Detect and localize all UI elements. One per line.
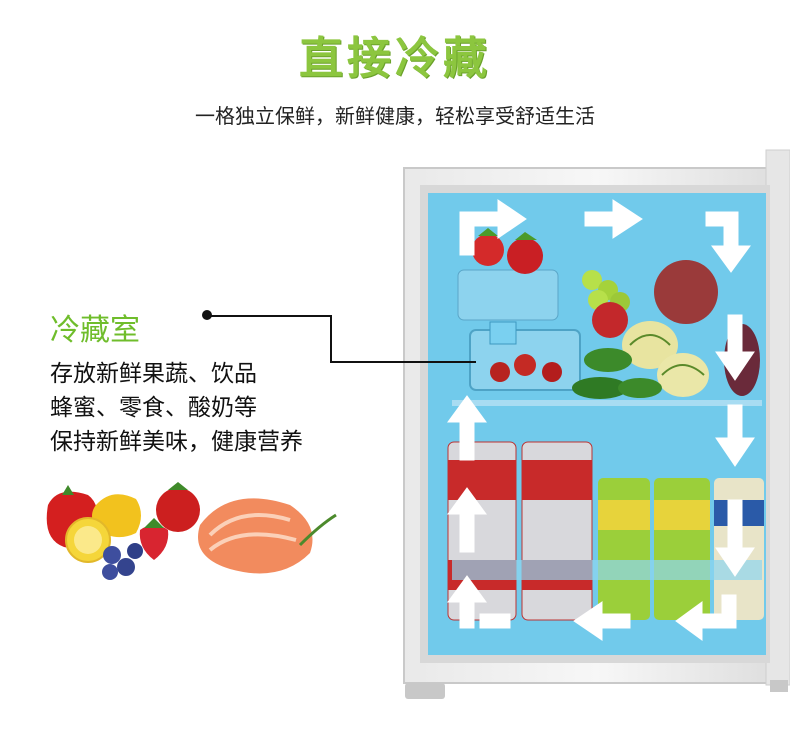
airflow-arrow [715,314,755,381]
herb-sprig-icon [298,513,337,547]
lemon-icon [65,517,111,563]
fridge-foot-right [770,680,788,692]
airflow-arrow [584,199,643,239]
airflow-arrow [447,395,487,461]
blueberry-icon [102,543,143,580]
leader-line [207,315,331,317]
description-line: 保持新鲜美味，健康营养 [50,429,303,455]
strawberry-box-icon [457,228,559,321]
cucumber-icon [572,348,662,399]
fruit-vegetable-group [46,482,200,580]
fridge-foot-left [405,683,445,699]
leader-line [330,315,332,362]
airflow-arrow [675,594,737,641]
beer-can-icon [521,441,593,621]
airflow-arrows [447,199,755,641]
melon-icon [622,321,709,397]
description-line: 蜂蜜、零食、酸奶等 [50,395,257,421]
apple-icon [592,260,718,338]
upper-shelf [452,228,762,406]
strawberry-icon [139,518,169,560]
tomato-icon [156,482,200,532]
section-description: 存放新鲜果蔬、饮品 蜂蜜、零食、酸奶等 保持新鲜美味，健康营养 [50,357,303,459]
airflow-arrow [573,601,631,641]
section-title: 冷藏室 [50,313,140,348]
leader-line [330,361,476,363]
food-container-icon [469,321,581,391]
lower-shelf-cans [447,441,764,621]
door-shelf-bar [452,560,762,580]
salmon-slice [198,498,337,574]
airflow-arrow [459,199,527,256]
airflow-arrow [447,575,511,629]
description-line: 存放新鲜果蔬、饮品 [50,361,257,387]
page-title: 直接冷藏 [299,33,491,84]
page-subtitle: 一格独立保鲜，新鲜健康，轻松享受舒适生活 [195,104,595,128]
airflow-arrow [715,404,755,467]
airflow-arrow [715,499,755,577]
mango-can-icon [598,478,650,620]
glass-shelf [452,400,762,406]
airflow-arrow [705,211,751,273]
mango-can-icon [654,478,710,620]
airflow-arrow [447,487,487,553]
